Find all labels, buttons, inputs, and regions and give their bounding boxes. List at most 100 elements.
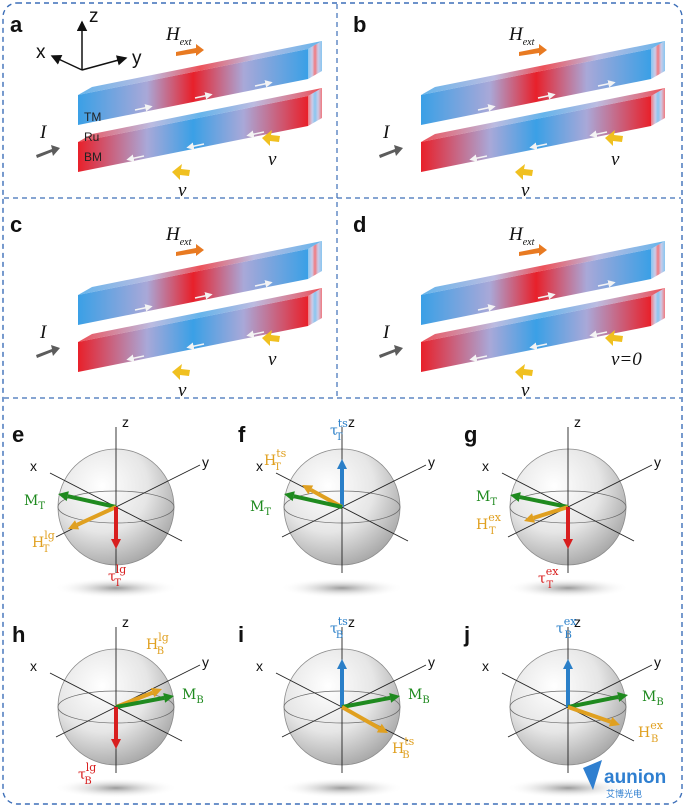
- magnetization-arrow: [589, 130, 608, 138]
- axis-y-label: y: [654, 454, 661, 470]
- layer-label-tm: TM: [84, 110, 101, 124]
- vector-m_tg: [519, 495, 569, 509]
- panel-label: c: [10, 212, 22, 237]
- vector-h_bj: [567, 705, 612, 724]
- layer-label-ru: Ru: [84, 130, 99, 144]
- magnetization-arrow: [529, 142, 548, 150]
- axis-x-label: x: [482, 658, 489, 674]
- panel-label: b: [353, 12, 366, 37]
- magnetization-arrow: [194, 292, 213, 300]
- vector-arrowhead: [68, 520, 80, 530]
- velocity-arrow-top: [262, 330, 280, 346]
- magnetization-arrow: [194, 92, 213, 100]
- panel-label: j: [463, 622, 470, 647]
- axis-z-label: z: [122, 614, 129, 630]
- field-label: Hext: [508, 224, 535, 248]
- watermark-logo: aunion 艾博光电: [583, 760, 666, 799]
- panel-label: f: [238, 422, 246, 447]
- bottom-magnet-bar: [78, 88, 322, 172]
- panel-label: g: [464, 422, 477, 447]
- axis-y: [507, 464, 653, 538]
- watermark-text: aunion: [604, 767, 666, 788]
- vector-arrowhead: [608, 717, 620, 727]
- panel-label: a: [10, 12, 23, 37]
- panel-label: e: [12, 422, 24, 447]
- axis-x-label: x: [482, 458, 489, 474]
- current-arrow: [36, 345, 60, 358]
- axis-z-label: z: [348, 614, 355, 630]
- axis-y-label: y: [428, 454, 435, 470]
- velocity-arrow-bottom: [515, 164, 533, 180]
- vector-arrowhead: [510, 492, 521, 502]
- current-label: I: [39, 322, 48, 343]
- vector-arrowhead: [111, 739, 121, 749]
- vector-h_tex: [532, 505, 569, 520]
- field-arrow: [519, 44, 547, 56]
- sphere-shadow: [280, 578, 404, 598]
- vector-arrowhead: [376, 723, 388, 733]
- field-arrow: [519, 244, 547, 256]
- velocity-label-top: v: [611, 149, 620, 170]
- axis-z-label: z: [574, 614, 581, 630]
- magnetization-arrow: [126, 154, 145, 162]
- axis-x-label: x: [36, 42, 46, 63]
- panel-label: h: [12, 622, 25, 647]
- magnetization-arrow: [589, 330, 608, 338]
- vector-label-m: MT: [24, 493, 45, 512]
- magnetization-arrow: [254, 80, 273, 88]
- axis-x-label: x: [30, 658, 37, 674]
- vector-arrowhead: [524, 513, 536, 523]
- current-arrow: [379, 145, 403, 158]
- bottom-magnet-bar: [421, 88, 665, 172]
- vector-arrowhead: [58, 491, 69, 502]
- layer-label-bm: BM: [84, 150, 102, 164]
- field-label: Hext: [165, 24, 192, 48]
- field-arrow: [176, 244, 204, 256]
- vector-arrowhead: [617, 692, 628, 702]
- axis-y: [281, 464, 427, 538]
- axis-y-label: y: [132, 48, 142, 69]
- magnetization-arrow: [537, 292, 556, 300]
- magnetization-arrow: [597, 80, 616, 88]
- magnetization-arrow: [529, 342, 548, 350]
- vector-h_t: [76, 505, 117, 527]
- velocity-label-top: v: [268, 349, 277, 370]
- current-label: I: [382, 122, 391, 143]
- current-arrow: [36, 145, 60, 158]
- velocity-arrow-bottom: [172, 364, 190, 380]
- field-label: Hext: [165, 224, 192, 248]
- magnetization-arrow: [469, 154, 488, 162]
- panel-label: i: [238, 622, 244, 647]
- vector-arrowhead: [563, 539, 573, 549]
- watermark-subtext: 艾博光电: [606, 788, 642, 799]
- magnetization-arrow: [477, 104, 496, 112]
- axis-z-label: z: [89, 6, 99, 27]
- vector-arrowhead: [284, 491, 295, 502]
- bottom-magnet-bar: [421, 288, 665, 372]
- axis-x-label: x: [256, 458, 263, 474]
- axis-y-label: y: [202, 454, 209, 470]
- velocity-arrow-bottom: [172, 164, 190, 180]
- velocity-label-bottom: v: [521, 180, 530, 201]
- magnetization-arrow: [246, 130, 265, 138]
- axis-y-label: y: [654, 654, 661, 670]
- vector-m_t: [67, 494, 117, 509]
